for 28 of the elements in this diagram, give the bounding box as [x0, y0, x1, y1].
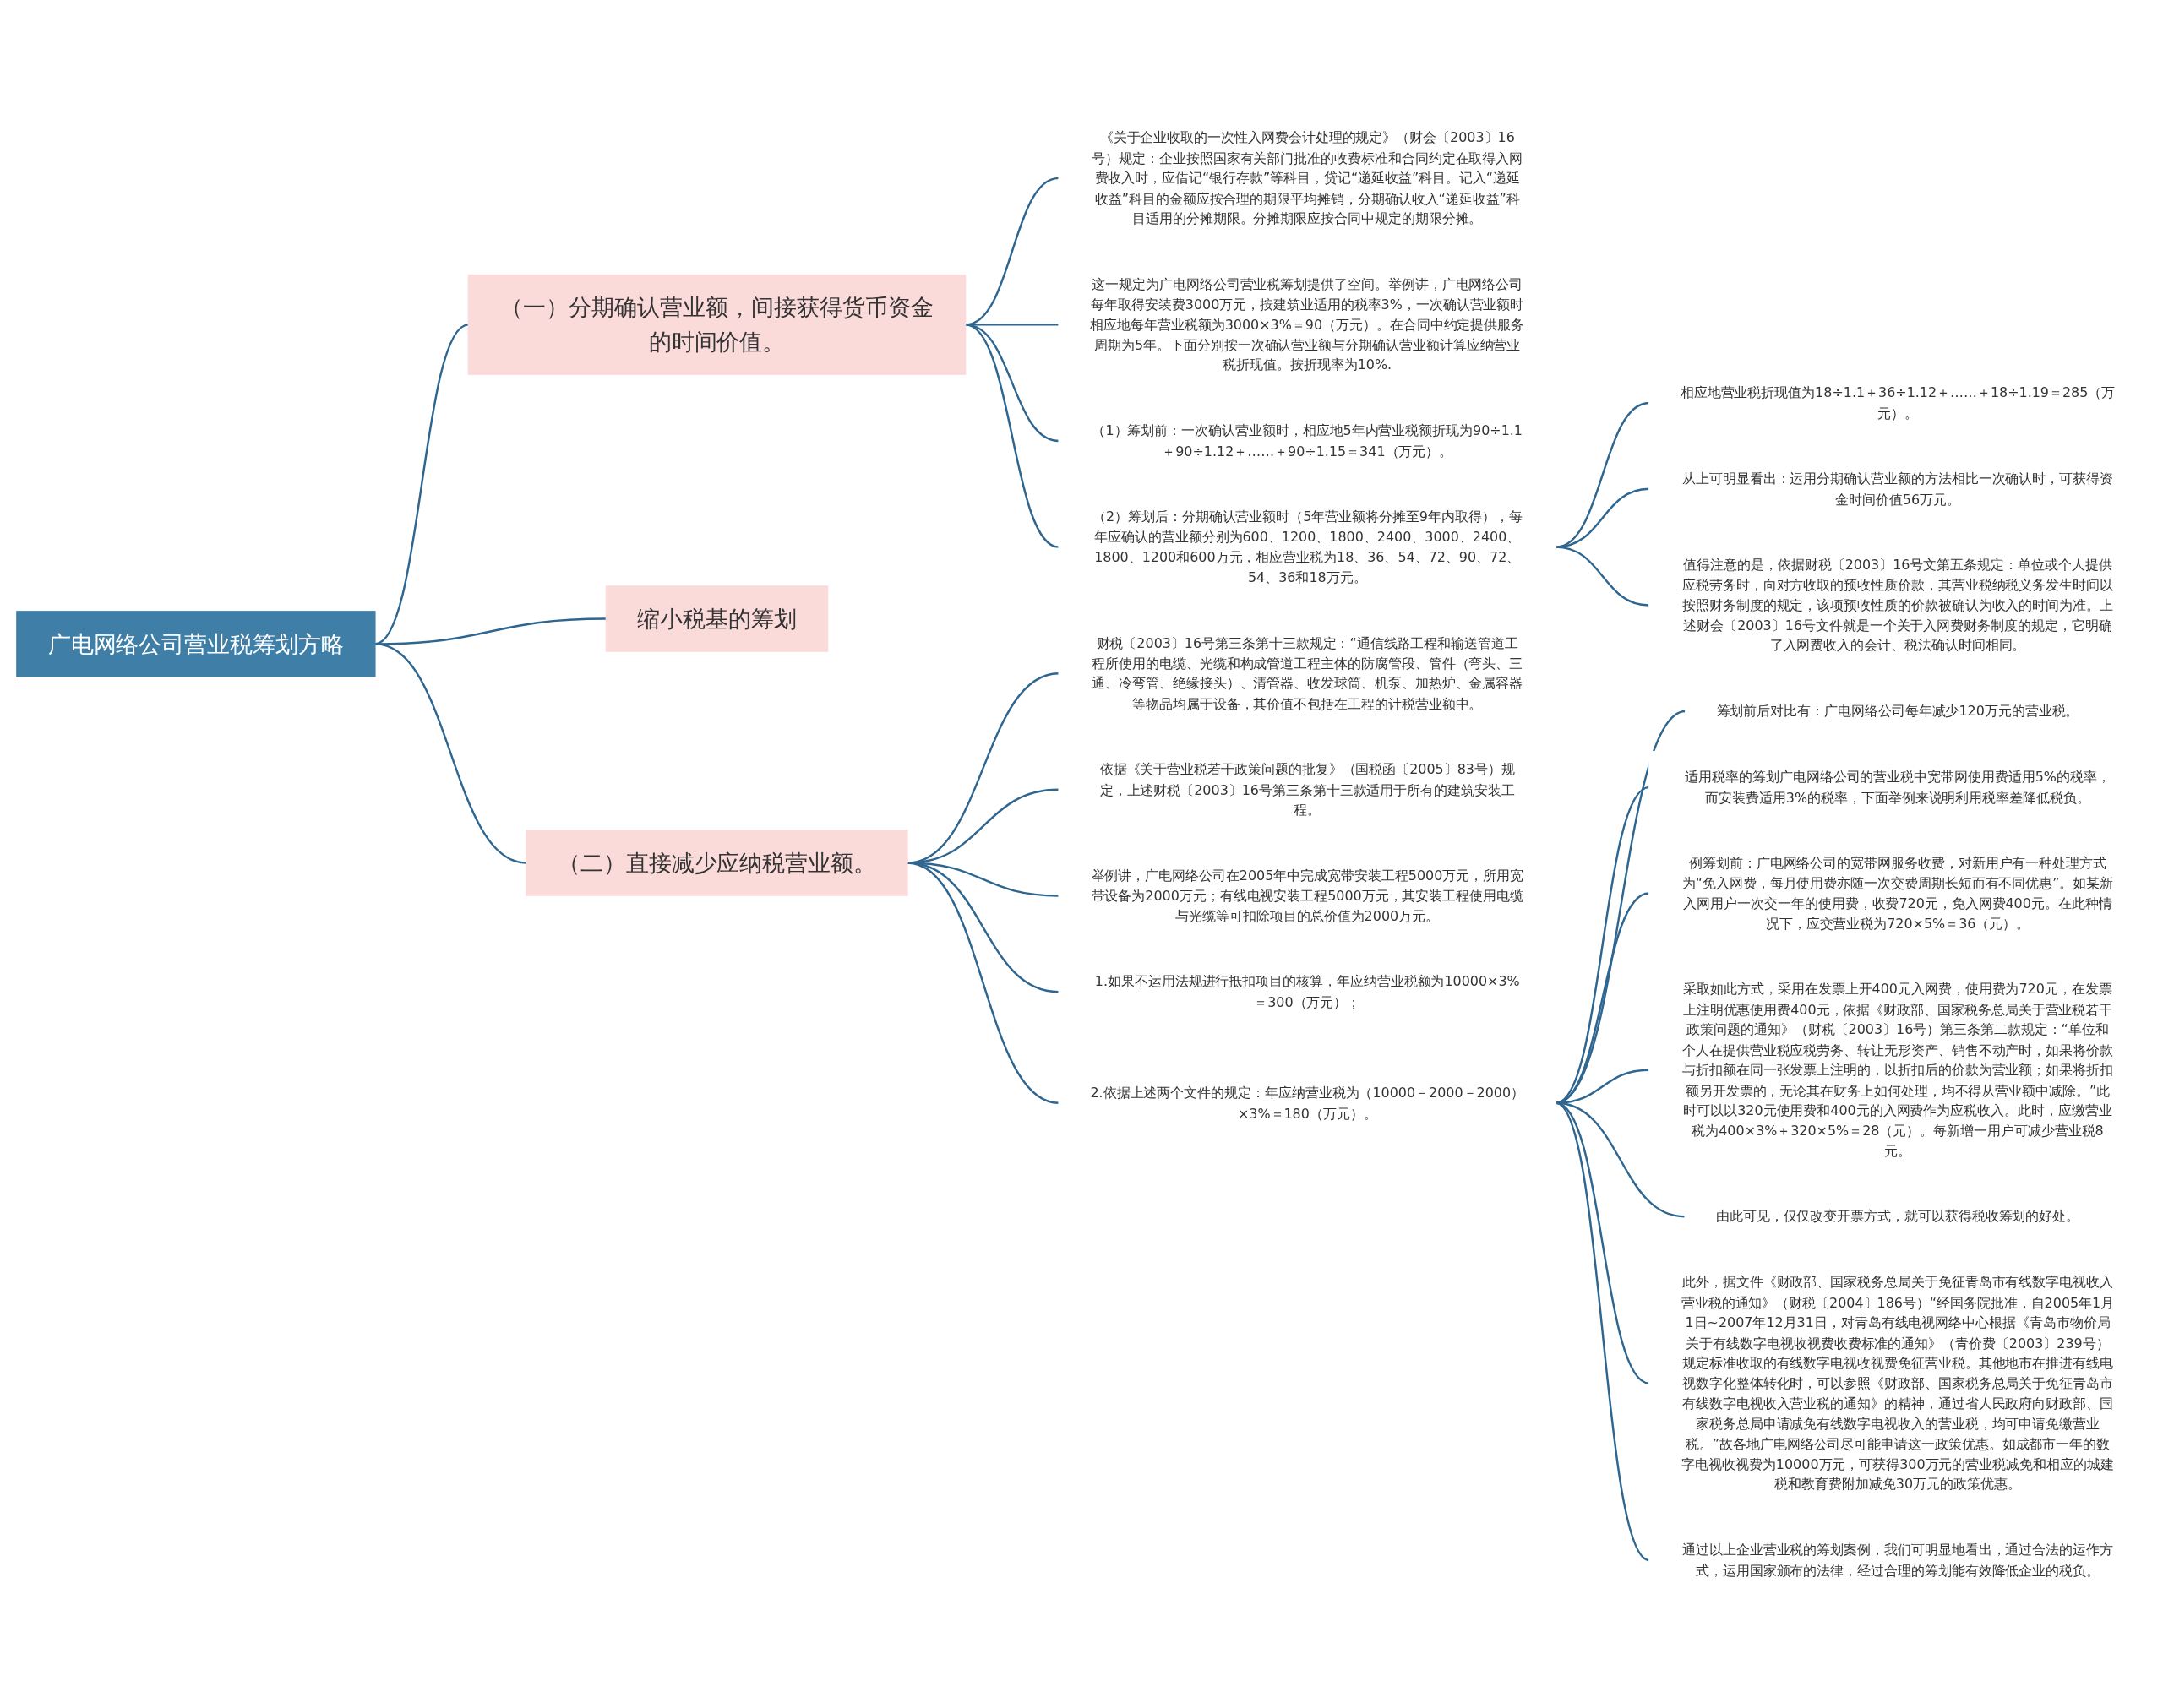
node-text: 1.如果不运用法规进行抵扣项目的核算，年应纳营业税额为10000×3%＝300（万元）；: [1094, 973, 1520, 1009]
node-box: （二）直接减少应纳税营业额。: [526, 830, 908, 896]
node-text: 通过以上企业营业税的筹划案例，我们可明显地看出，通过合法的运作方式，运用国家颁布的法律，经过合理的筹划能有效降低企业的税负。: [1682, 1542, 2113, 1578]
node-text: 由此可见，仅仅改变开票方式，就可以获得税收筹划的好处。: [1715, 1208, 2080, 1225]
node-text: 《关于企业收取的一次性入网费会计处理的规定》（财会〔2003〕16号）规定：企业按照国家有关部门批准的收费标准和合同约定在取得入网费收入时，应借记“银行存款”等科目，贷记“递延收益”科目。记入“递延收益”科目的金额应按合理的期限平均摊销，分期确认收入“递延收益”科目适用的分摊期限。分摊期限应按合同中规定的期限分摊。: [1092, 129, 1523, 226]
node-text: 筹划前后对比有：广电网络公司每年减少120万元的营业税。: [1716, 703, 2079, 719]
node-text: 适用税率的筹划广电网络公司的营业税中宽带网使用费适用5%的税率，而安装费适用3%的税率，下面举例来说明利用税率差降低税负。: [1685, 769, 2111, 805]
connector: [1556, 546, 1649, 607]
node-text: 从上可明显看出：运用分期确认营业额的方法相比一次确认时，可获得资金时间价值56万元。: [1682, 471, 2113, 507]
node-box: （一）分期确认营业额，间接获得货币资金的时间价值。: [467, 274, 967, 375]
node-text: 财税〔2003〕16号第三条第十三款规定：“通信线路工程和输送管道工程所使用的电缆、光缆和构成管道工程主体的防腐管段、管件（弯头、三通、冷弯管、绝缘接头）、清管器、收发球筒、机泵、加热炉、金属容器等物品均属于设备，其价值不包括在工程的计税营业额中。: [1092, 634, 1523, 711]
node-box: 广电网络公司营业税筹划方略: [16, 611, 376, 677]
node-text: 这一规定为广电网络公司营业税筹划提供了空间。举例讲，广电网络公司每年取得安装费3000万元，按建筑业适用的税率3%，一次确认营业额时相应地每年营业税额为3000×3%＝90（万元）。在合同中约定提供服务周期为5年。下面分别按一次确认营业额与分期确认营业额计算应纳营业税折现值。按折现率为10%.: [1090, 276, 1525, 373]
node-text: （1）筹划前：一次确认营业额时，相应地5年内营业税额折现为90÷1.1＋90÷1.12＋……＋90÷1.15＝341（万元）。: [1092, 422, 1523, 459]
node-text: 此外，据文件《财政部、国家税务总局关于免征青岛市有线数字电视收入营业税的通知》（财税〔2004〕186号）“经国务院批准，自2005年1月1日~2007年12月31日，对青岛有线电视网络中心根据《青岛市物价局关于有线数字电视收视费收费标准的通知》（青价费〔2003〕239号）规定标准收取的有线数字电视收视费免征营业税。其他地市在推进有线电视数字化整体转化时，可以参照《财政部、国家税务总局关于免征青岛市有线数字电视收入营业税的通知》的精神，通过省人民政府向财政部、国家税务总局申请减免有线数字电视收入的营业税，均可申请免缴营业税。”故各地广电网络公司尽可能申请这一政策优惠。如成都市一年的数字电视收视费为10000万元，可获得300万元的营业税减免和相应的城建税和教育费附加减免30万元的政策优惠。: [1681, 1274, 2115, 1493]
node-text: 相应地营业税折现值为18÷1.1＋36÷1.12＋……＋18÷1.19＝285（万元）。: [1680, 384, 2116, 421]
connector: [907, 862, 1060, 1104]
node-text: 值得注意的是，依据财税〔2003〕16号文第五条规定：单位或个人提供应税劳务时，向对方收取的预收性质价款，其营业税纳税义务发生时间以按照财务制度的规定，该项预收性质的价款被确认为收入的时间为准。上述财会〔2003〕16号文件就是一个关于入网费财务制度的规定，它明确了入网费收入的会计、税法确认时间相同。: [1682, 557, 2113, 654]
node-text: 例筹划前：广电网络公司的宽带网服务收费，对新用户有一种处理方式为“免入网费，每月使用费亦随一次交费周期长短而有不同优惠”。如某新入网用户一次交一年的使用费，收费720元，免入网费400元。在此种情况下，应交营业税为720×5%＝36（元）。: [1681, 855, 2114, 932]
node-text: 采取如此方式，采用在发票上开400元入网费，使用费为720元，在发票上注明优惠使用费400元，依据《财政部、国家税务总局关于营业税若干政策问题的通知》（财税〔2003〕16号）第三条第二款规定：“单位和个人在提供营业税应税劳务、转让无形资产、销售不动产时，如果将价款与折扣额在同一张发票上注明的，以折扣后的价款为营业额；如果将折扣额另开发票的，无论其在财务上如何处理，均不得从营业额中减除。”此时可以以320元使用费和400元的入网费作为应税收入。此时，应缴营业税为400×3%＋320×5%＝28（元）。每新增一用户可减少营业税8元。: [1682, 981, 2113, 1159]
node-text: （2）筹划后：分期确认营业额时（5年营业额将分摊至9年内取得），每年应确认的营业额分别为600、1200、1800、2400、3000、2400、1800、1200和600万元，相应营业税为18、36、54、72、90、72、54、36和18万元。: [1092, 509, 1523, 585]
connector: [965, 324, 1060, 443]
node-box: 缩小税基的筹划: [605, 585, 829, 652]
node-text: 2.依据上述两个文件的规定：年应纳营业税为（10000－2000－2000）×3%＝180（万元）。: [1090, 1085, 1525, 1121]
connector: [1556, 487, 1649, 548]
node-text: 举例讲，广电网络公司在2005年中完成宽带安装工程5000万元，所用宽带设备为2000万元；有线电视安装工程5000万元，其安装工程使用电缆与光缆等可扣除项目的总价值为2000万元。: [1091, 868, 1523, 924]
connector: [965, 324, 1060, 548]
node-text: 依据《关于营业税若干政策问题的批复》（国税函〔2005〕83号）规定，上述财税〔2003〕16号第三条第十三款适用于所有的建筑安装工程。: [1099, 761, 1515, 818]
